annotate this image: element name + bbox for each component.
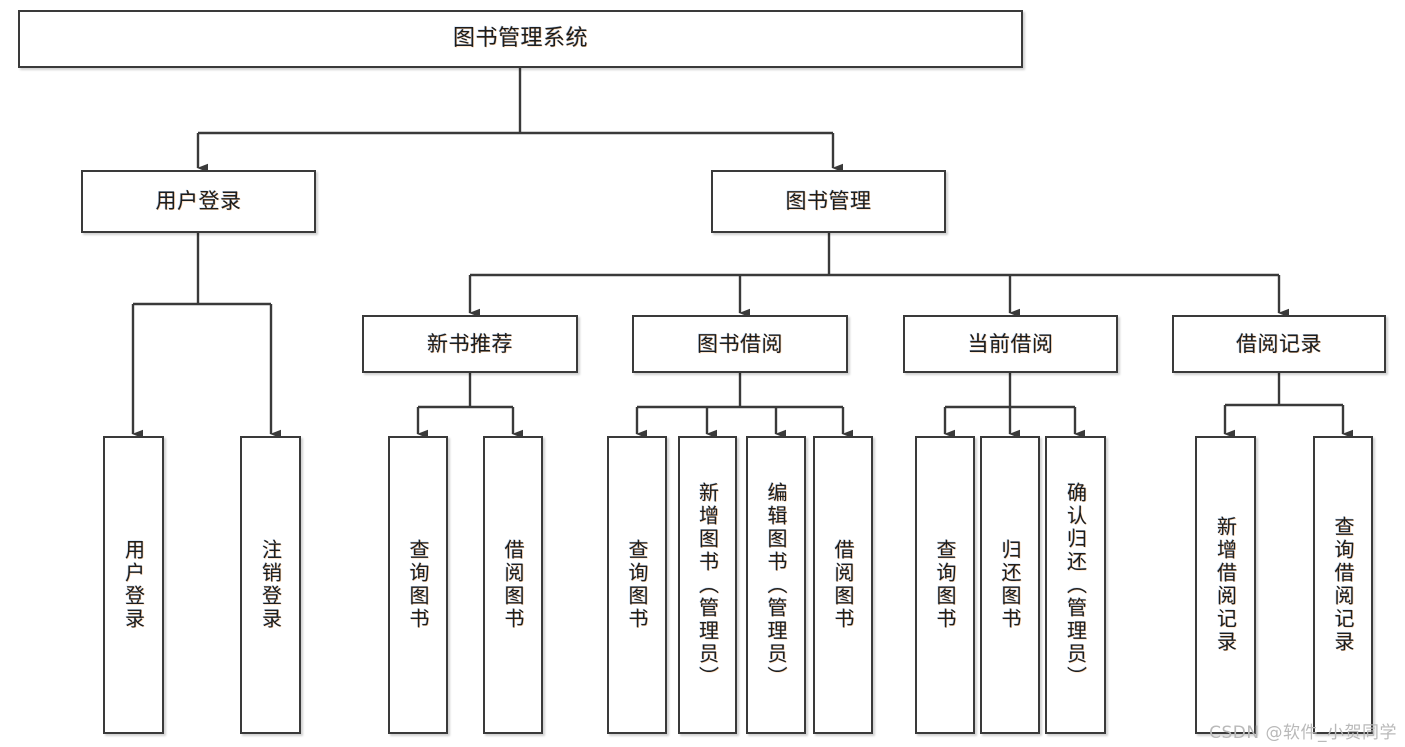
node-label: 查询图书 [625,539,649,631]
node-leaf-edit-book-admin[interactable]: 编辑图书（管理员） [746,436,806,734]
node-leaf-borrow-book-recommend[interactable]: 借阅图书 [483,436,543,734]
node-label: 借阅图书 [501,539,525,631]
node-new-book-recommend[interactable]: 新书推荐 [362,315,578,373]
node-label: 编辑图书（管理员） [764,481,788,689]
node-borrow-record[interactable]: 借阅记录 [1172,315,1386,373]
node-leaf-query-book-borrow[interactable]: 查询图书 [607,436,667,734]
node-leaf-query-borrow-record[interactable]: 查询借阅记录 [1313,436,1373,734]
node-label: 图书管理系统 [452,26,588,52]
node-leaf-add-book-admin[interactable]: 新增图书（管理员） [678,436,737,734]
node-label: 用户登录 [121,539,146,631]
node-current-borrow[interactable]: 当前借阅 [903,315,1118,373]
node-leaf-user-login[interactable]: 用户登录 [103,436,164,734]
node-label: 新增借阅记录 [1213,516,1238,654]
node-leaf-query-book-current[interactable]: 查询图书 [915,436,975,734]
node-leaf-borrow-book[interactable]: 借阅图书 [813,436,873,734]
node-label: 查询图书 [933,539,957,631]
node-leaf-return-book[interactable]: 归还图书 [980,436,1040,734]
node-label: 查询图书 [406,539,430,631]
node-label: 用户登录 [155,189,242,214]
node-leaf-add-borrow-record[interactable]: 新增借阅记录 [1195,436,1256,734]
node-label: 借阅图书 [831,539,855,631]
node-label: 当前借阅 [967,331,1054,356]
node-label: 借阅记录 [1236,331,1322,356]
node-label: 图书管理 [785,189,872,214]
node-user-login[interactable]: 用户登录 [81,170,316,233]
node-label: 新书推荐 [427,331,513,356]
node-label: 图书借阅 [697,331,783,356]
node-label: 查询借阅记录 [1331,516,1355,654]
node-label: 归还图书 [998,539,1022,631]
node-leaf-query-book-recommend[interactable]: 查询图书 [388,436,448,734]
node-leaf-confirm-return-admin[interactable]: 确认归还（管理员） [1045,436,1106,734]
node-book-manage[interactable]: 图书管理 [711,170,946,233]
node-label: 新增图书（管理员） [695,481,720,689]
node-book-borrow[interactable]: 图书借阅 [632,315,848,373]
node-root-system[interactable]: 图书管理系统 [18,10,1023,68]
watermark-text: CSDN @软件_小贺同学 [1209,723,1397,743]
node-leaf-logout[interactable]: 注销登录 [240,436,301,734]
node-label: 注销登录 [258,539,283,631]
node-label: 确认归还（管理员） [1063,481,1088,689]
